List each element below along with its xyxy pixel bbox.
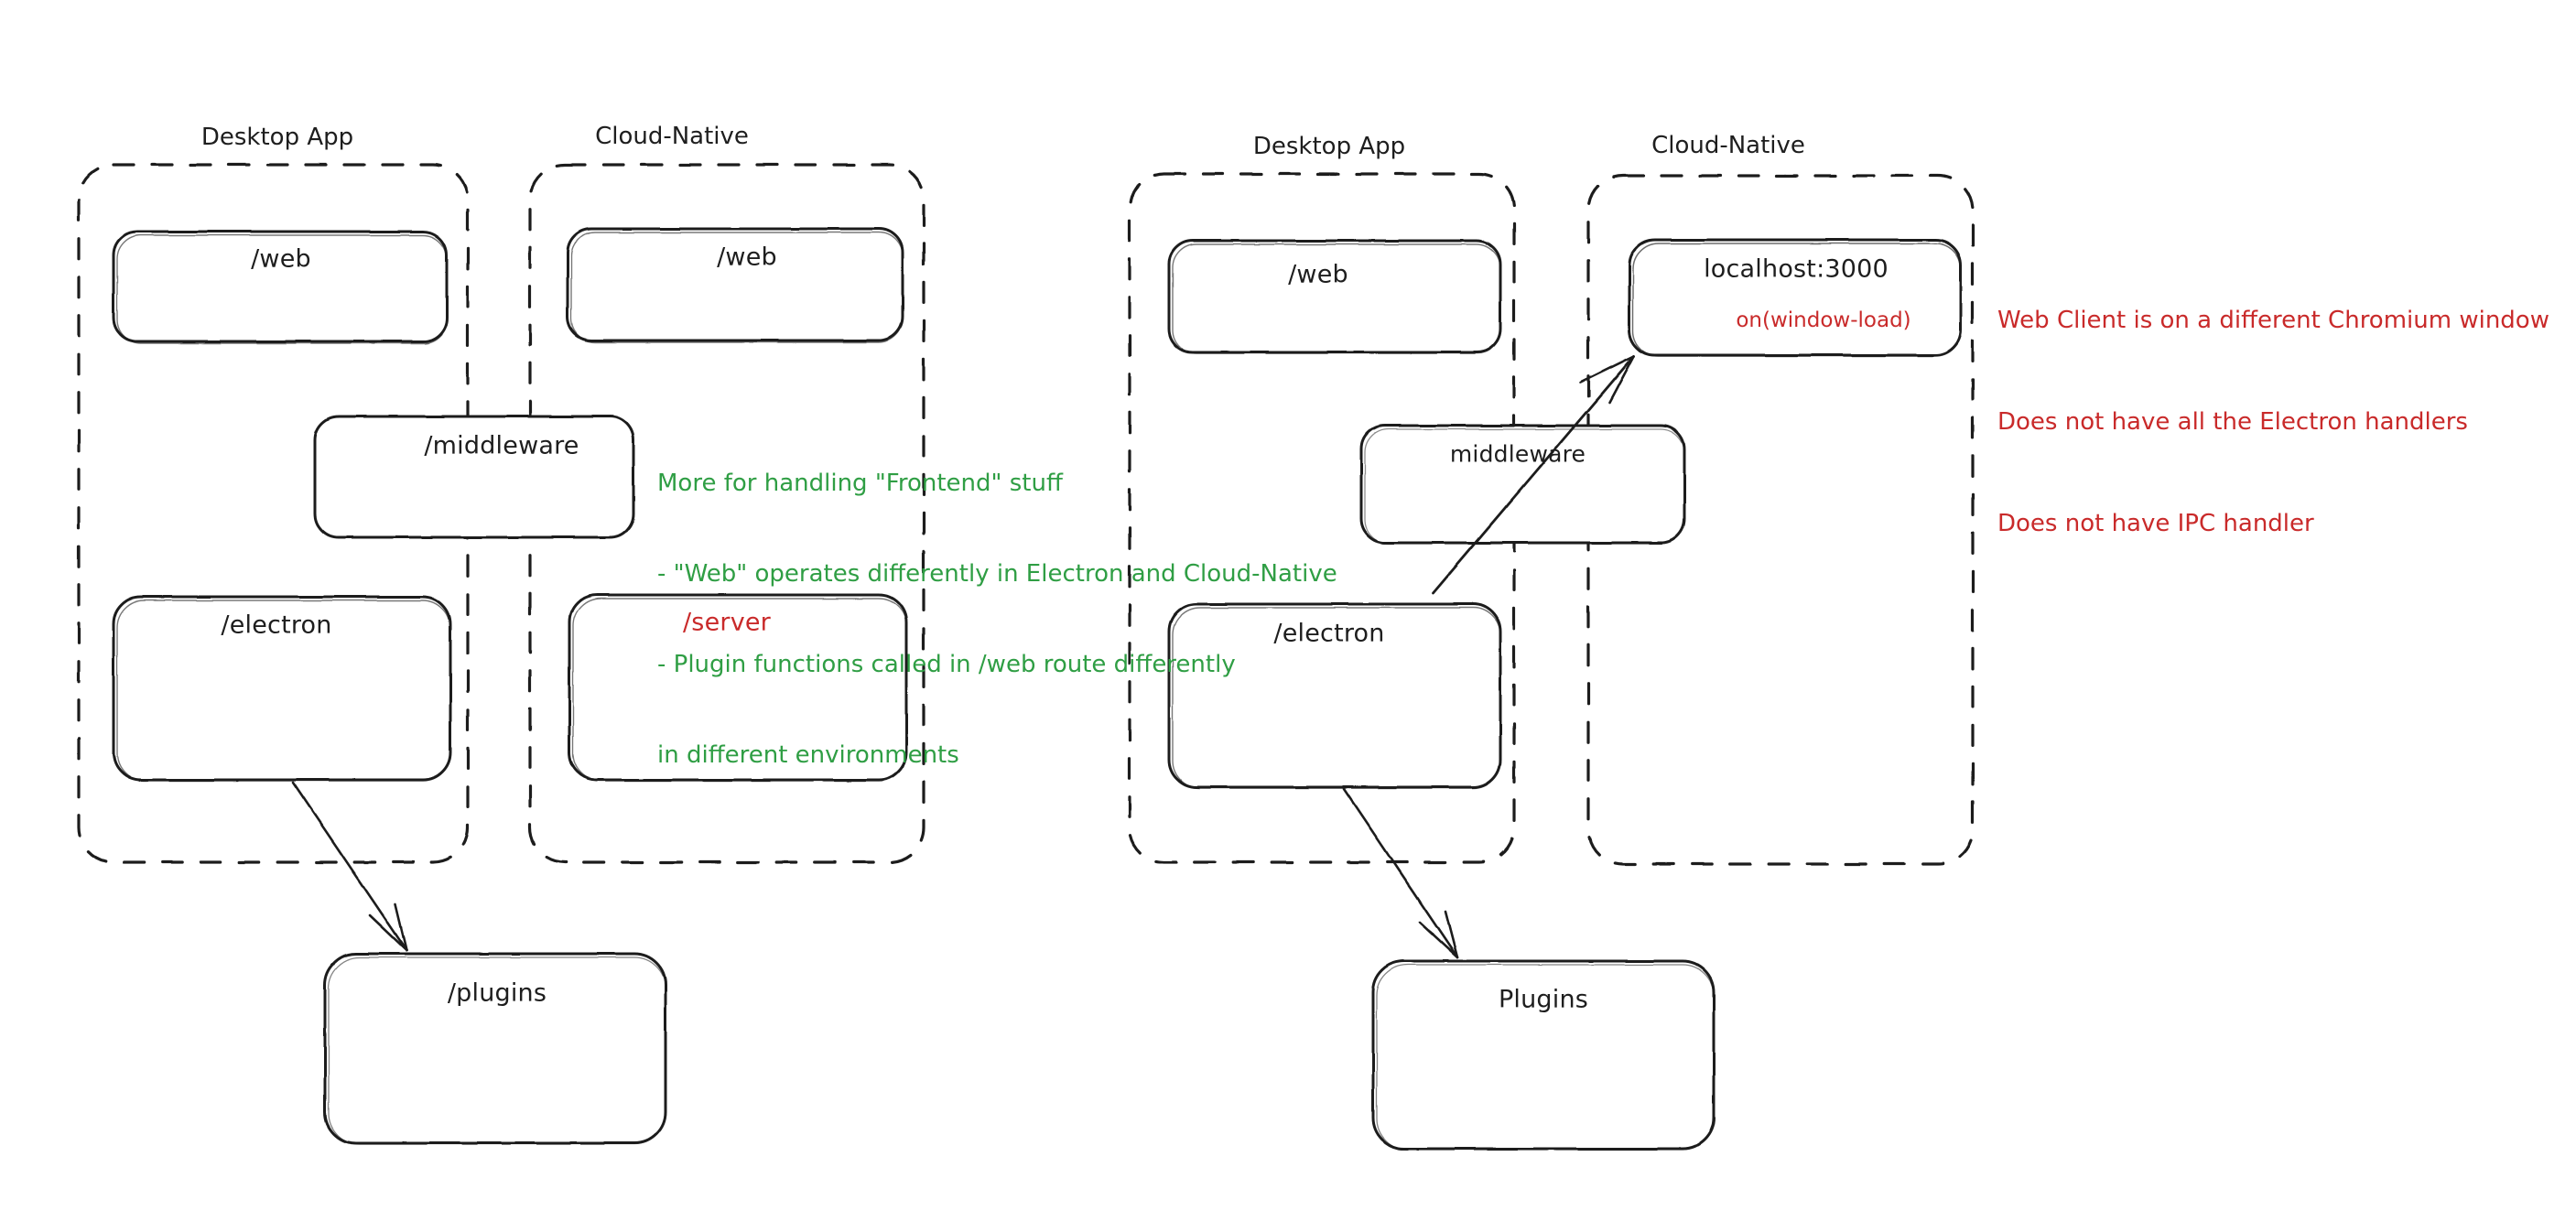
red-annotation: Web Client is on a different Chromium wi… <box>1997 236 2549 575</box>
left-group-label-desktop-app: Desktop App <box>200 124 354 151</box>
red-annotation-line-3: Does not have IPC handler <box>1997 510 2314 537</box>
left-group-desktop-app-container <box>77 163 470 864</box>
right-node-electron <box>1167 602 1502 789</box>
right-node-sublabel-on-window-load: on(window-load) <box>1736 308 1911 332</box>
right-node-plugins <box>1371 959 1716 1151</box>
green-annotation-line-2: - "Web" operates differently in Electron… <box>657 560 1337 588</box>
left-arrow-electron-to-plugins <box>291 781 408 952</box>
left-node-electron <box>112 595 452 782</box>
green-annotation-line-3: - Plugin functions called in /web route … <box>657 651 1236 678</box>
green-annotation-line-1: More for handling "Frontend" stuff <box>657 470 1063 497</box>
green-annotation: More for handling "Frontend" stuff - "We… <box>657 408 1337 801</box>
left-node-plugins <box>323 952 667 1145</box>
red-annotation-line-1: Web Client is on a different Chromium wi… <box>1997 307 2549 334</box>
right-group-desktop-app-container <box>1128 172 1516 864</box>
left-node-middleware <box>313 415 635 539</box>
right-arrow-electron-to-localhost <box>1431 354 1636 595</box>
left-group-cloud-native-container <box>528 163 925 864</box>
left-node-desktop-web <box>112 230 449 344</box>
left-node-cloud-web <box>566 227 904 343</box>
right-node-localhost <box>1628 238 1963 357</box>
right-arrow-electron-to-plugins <box>1342 787 1459 959</box>
right-group-label-cloud-native: Cloud-Native <box>1651 132 1805 159</box>
green-annotation-line-4: in different environments <box>657 741 959 769</box>
right-group-cloud-native-container <box>1586 174 1975 866</box>
left-node-server <box>568 593 908 782</box>
left-group-label-cloud-native: Cloud-Native <box>595 123 749 150</box>
red-annotation-line-2: Does not have all the Electron handlers <box>1997 408 2468 436</box>
right-node-middleware <box>1359 424 1686 545</box>
right-group-label-desktop-app: Desktop App <box>1252 133 1406 160</box>
right-node-desktop-web <box>1167 239 1502 354</box>
